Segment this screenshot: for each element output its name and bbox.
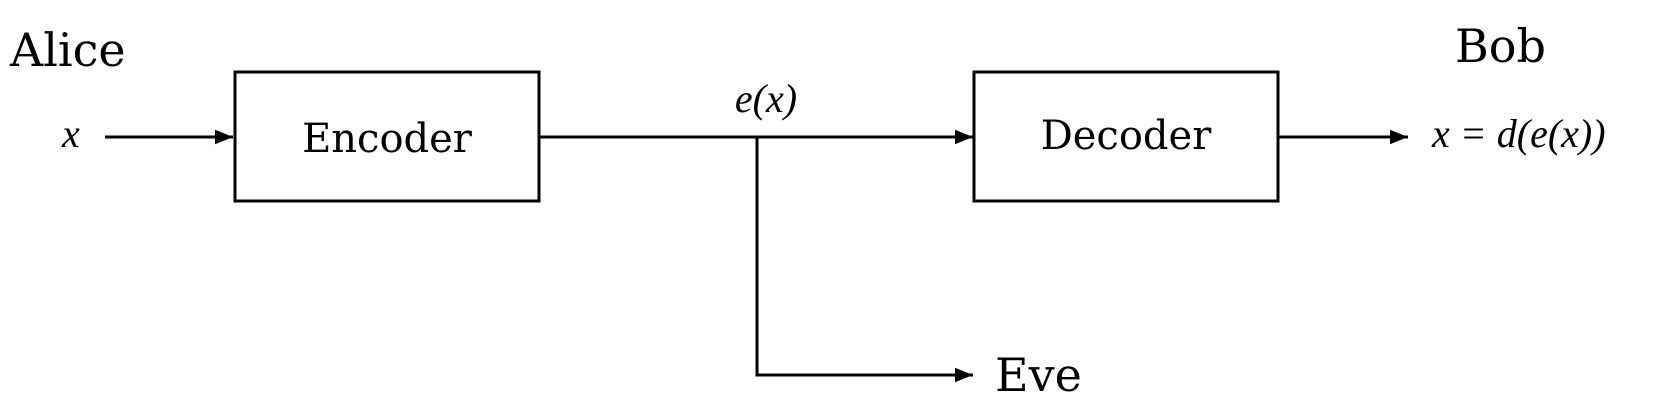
decoder-label: Decoder [1041, 113, 1213, 159]
input-signal-label: x [61, 111, 80, 156]
eavesdrop-arrow [755, 137, 973, 383]
channel-signal-label: e(x) [735, 76, 797, 121]
eve-label: Eve [995, 348, 1082, 402]
decoder-block [972, 70, 1280, 203]
encoder-label: Encoder [302, 116, 473, 162]
alice-label: Alice [9, 23, 126, 77]
output-signal-label: x = d(e(x)) [1431, 111, 1606, 156]
bob-label: Bob [1455, 19, 1546, 73]
